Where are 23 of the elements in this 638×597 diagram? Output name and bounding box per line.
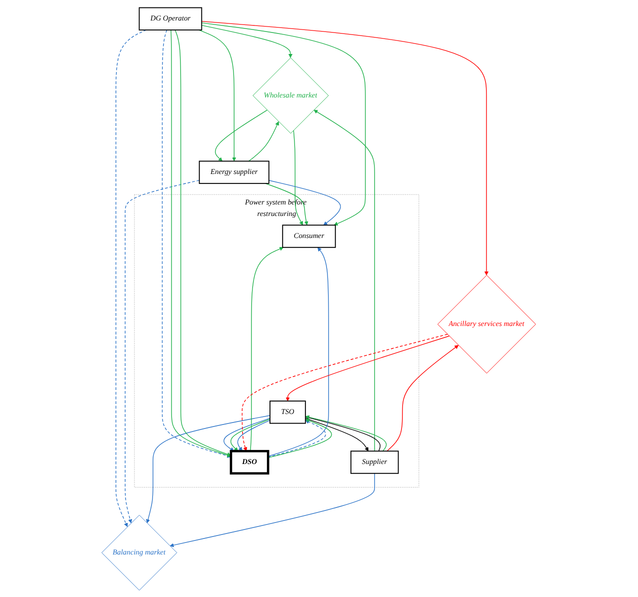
arrow: [146, 414, 271, 523]
arrow: [248, 120, 280, 162]
arrow: [230, 418, 271, 451]
arrow: [286, 335, 450, 401]
arrow: [268, 180, 342, 225]
arrow: [268, 246, 330, 456]
arrow: [242, 333, 448, 451]
arrow: [265, 182, 309, 225]
arrow: [202, 24, 293, 58]
arrow: [170, 472, 376, 547]
arrow: [116, 29, 147, 526]
arrow: [215, 109, 268, 161]
arrow: [294, 129, 304, 225]
arrow: [202, 20, 489, 275]
arrow: [250, 246, 284, 451]
arrow: [386, 344, 459, 451]
arrow: [125, 179, 200, 523]
arrow: [305, 417, 369, 451]
arrow: [238, 419, 271, 451]
arrow: [224, 417, 271, 451]
arrow: [314, 109, 376, 451]
arrow: [202, 22, 366, 226]
arrow: [198, 29, 236, 161]
